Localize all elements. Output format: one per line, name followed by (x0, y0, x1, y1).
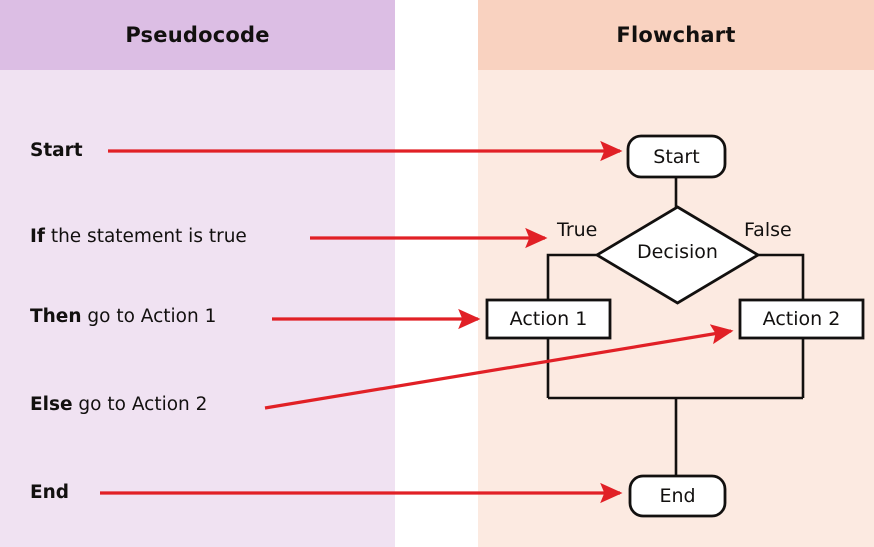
pseudocode-keyword: Start (30, 140, 83, 161)
flowchart-panel-title: Flowchart (478, 0, 874, 70)
flowchart-nodes (485, 134, 865, 518)
node-start-shape (626, 134, 727, 179)
connector-decision-false-to-action2 (758, 253, 805, 300)
pseudocode-text: go to Action 2 (72, 394, 208, 415)
node-action2-shape (738, 298, 865, 340)
pseudocode-line-end: End (30, 482, 70, 503)
mapping-arrow-else (264, 324, 734, 410)
pseudocode-keyword: End (30, 482, 70, 503)
pseudocode-text: the statement is true (44, 226, 247, 247)
pseudocode-line-else: Else go to Action 2 (30, 394, 208, 415)
connector-decision-true-to-action1 (546, 253, 597, 300)
pseudocode-keyword: Then (30, 306, 82, 327)
node-action1-shape (485, 298, 612, 340)
pseudocode-line-then: Then go to Action 1 (30, 306, 217, 327)
pseudocode-keyword: Else (30, 394, 73, 415)
pseudocode-panel: Pseudocode (0, 0, 395, 547)
flowchart-connectors (546, 177, 805, 477)
pseudocode-text: go to Action 1 (81, 306, 217, 327)
pseudocode-keyword: If (30, 226, 45, 247)
mapping-arrows (100, 140, 734, 504)
pseudocode-line-start: Start (30, 140, 83, 161)
node-end-shape (628, 474, 727, 518)
flowchart-panel: Flowchart (478, 0, 874, 547)
pseudocode-line-if: If the statement is true (30, 226, 247, 247)
node-decision-shape (594, 205, 761, 305)
pseudocode-panel-title: Pseudocode (0, 0, 395, 70)
